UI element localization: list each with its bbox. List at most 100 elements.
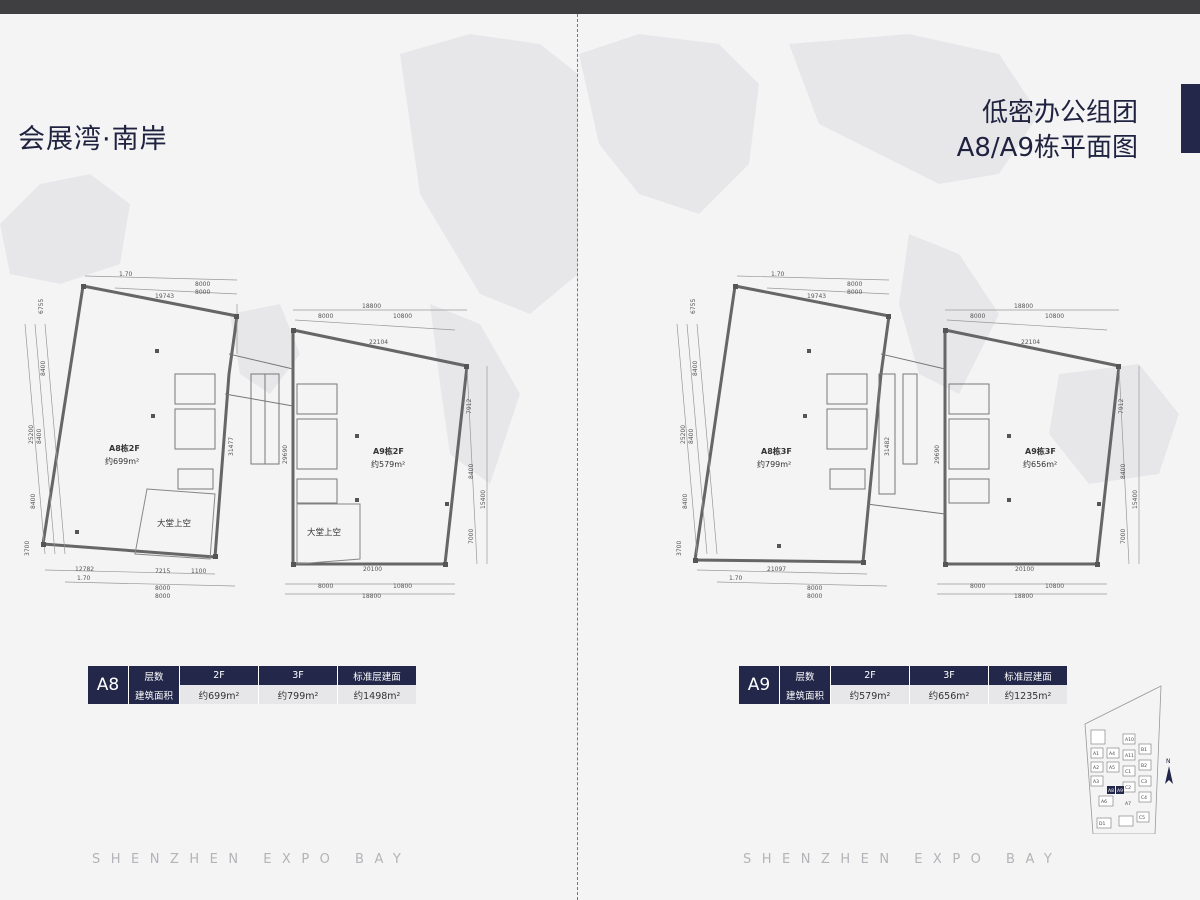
table-header-cell: 2F — [179, 666, 259, 685]
footer-brand: SHENZHEN EXPO BAY — [92, 852, 412, 867]
dim-label: 8000 — [847, 281, 862, 288]
dim-label: 3700 — [676, 541, 683, 556]
dim-label: 29690 — [934, 445, 941, 464]
dim-label: 8000 — [970, 313, 985, 320]
table-cell: 建筑面积 — [779, 685, 831, 704]
dim-label: 10800 — [1045, 313, 1064, 320]
a9-name: A9栋3F — [1025, 446, 1056, 456]
table-header-cell: 3F — [258, 666, 338, 685]
floor-plan-3f: A8栋3F 约799m² A9栋3F 约656m² 1.70 19743 800… — [676, 271, 1140, 600]
site-label: A4 — [1109, 751, 1115, 757]
a8-name: A8栋3F — [761, 446, 792, 456]
dim-label: 20100 — [1015, 566, 1034, 573]
dim-label: 8000 — [195, 289, 210, 296]
dim-label: 6755 — [690, 299, 697, 314]
table-header-cell: 层数 — [128, 666, 180, 685]
site-label: A11 — [1125, 753, 1134, 759]
table-cell: 约579m² — [830, 685, 910, 704]
table-code: A9 — [739, 666, 780, 704]
table-code: A8 — [88, 666, 129, 704]
site-label: C5 — [1139, 815, 1145, 821]
dim-label: 31482 — [884, 437, 891, 456]
dim-label: 15400 — [1132, 490, 1139, 509]
area-table-a8: A8 层数 2F 3F 标准层建面 建筑面积 约699m² 约799m² 约14… — [88, 666, 416, 704]
plan-title: 低密办公组团 A8/A9栋平面图 — [957, 96, 1138, 166]
dim-label: 8000 — [970, 583, 985, 590]
dim-label: 20100 — [363, 566, 382, 573]
dim-label: 8400 — [1120, 464, 1127, 479]
table-cell: 建筑面积 — [128, 685, 180, 704]
a9-name: A9栋2F — [373, 446, 404, 456]
dim-label: 8000 — [155, 593, 170, 600]
a8-name: A8栋2F — [109, 443, 140, 453]
a9-area: 约579m² — [371, 459, 405, 469]
table-header-cell: 2F — [830, 666, 910, 685]
accent-bar — [1181, 84, 1200, 153]
dim-label: 8400 — [468, 464, 475, 479]
world-map-background — [0, 34, 578, 484]
a8-outline — [693, 284, 891, 564]
table-header-cell: 层数 — [779, 666, 831, 685]
site-label: B1 — [1141, 747, 1147, 753]
site-label: C2 — [1125, 785, 1131, 791]
north-arrow-icon: N — [1165, 758, 1173, 784]
dim-label: 18800 — [362, 303, 381, 310]
table-header-cell: 标准层建面 — [337, 666, 416, 685]
site-label: A5 — [1109, 765, 1115, 771]
site-label: A9 — [1117, 788, 1123, 794]
dim-label: 21097 — [767, 566, 786, 573]
dim-label: 8400 — [30, 494, 37, 509]
table-cell: 约799m² — [258, 685, 338, 704]
table-cell: 约699m² — [179, 685, 259, 704]
a8-area: 约699m² — [105, 456, 139, 466]
dim-label: 7000 — [1120, 529, 1127, 544]
dim-label: 6755 — [38, 299, 45, 314]
plan-title-line-1: 低密办公组团 — [981, 98, 1138, 128]
dim-label: 29690 — [282, 445, 289, 464]
dim-label: 8400 — [688, 429, 695, 444]
site-label: B2 — [1141, 763, 1147, 769]
dim-label: 7912 — [466, 399, 473, 414]
dim-label: 18800 — [362, 593, 381, 600]
dim-label: 8000 — [318, 313, 333, 320]
dim-label: 3700 — [24, 541, 31, 556]
dim-label: 8000 — [847, 289, 862, 296]
dim-label: 8400 — [40, 361, 47, 376]
site-label: A2 — [1093, 765, 1099, 771]
dim-label: 19743 — [807, 293, 826, 300]
dim-label: 15400 — [480, 490, 487, 509]
dim-label: 19743 — [155, 293, 174, 300]
site-label: D1 — [1099, 821, 1105, 827]
lobby-a9: 大堂上空 — [307, 527, 341, 538]
dim-label: 22104 — [1021, 339, 1040, 346]
site-label: C4 — [1141, 795, 1147, 801]
svg-text:N: N — [1166, 758, 1171, 765]
left-page: 会展湾·南岸 — [0, 14, 578, 900]
dim-label: 18800 — [1014, 593, 1033, 600]
dim-label: 7000 — [468, 529, 475, 544]
site-label: A8 — [1108, 788, 1114, 794]
site-label: A3 — [1093, 779, 1099, 785]
world-map-background — [579, 34, 1179, 484]
dim-label: 1.70 — [729, 575, 743, 582]
project-title: 会展湾·南岸 — [18, 124, 168, 155]
dim-label: 7215 — [155, 568, 170, 575]
dim-label: 10800 — [393, 313, 412, 320]
dim-label: 1.70 — [771, 271, 785, 278]
dim-label: 22104 — [369, 339, 388, 346]
page-divider — [577, 14, 578, 900]
table-cell: 约1498m² — [337, 685, 416, 704]
footer-brand: SHENZHEN EXPO BAY — [743, 852, 1063, 867]
dim-label: 1.70 — [119, 271, 133, 278]
site-label: C1 — [1125, 769, 1131, 775]
dim-label: 10800 — [393, 583, 412, 590]
table-header-cell: 3F — [909, 666, 989, 685]
lobby-a8: 大堂上空 — [157, 518, 191, 529]
dim-label: 10800 — [1045, 583, 1064, 590]
dim-label: 8400 — [692, 361, 699, 376]
dim-label: 8000 — [318, 583, 333, 590]
table-cell: 约656m² — [909, 685, 989, 704]
site-label: C3 — [1141, 779, 1147, 785]
table-header-cell: 标准层建面 — [988, 666, 1067, 685]
site-key-plan: A1 A2 A3 A4 A5 A6 A7 A8 A9 A10 A11 B1 B2… — [1084, 685, 1173, 834]
